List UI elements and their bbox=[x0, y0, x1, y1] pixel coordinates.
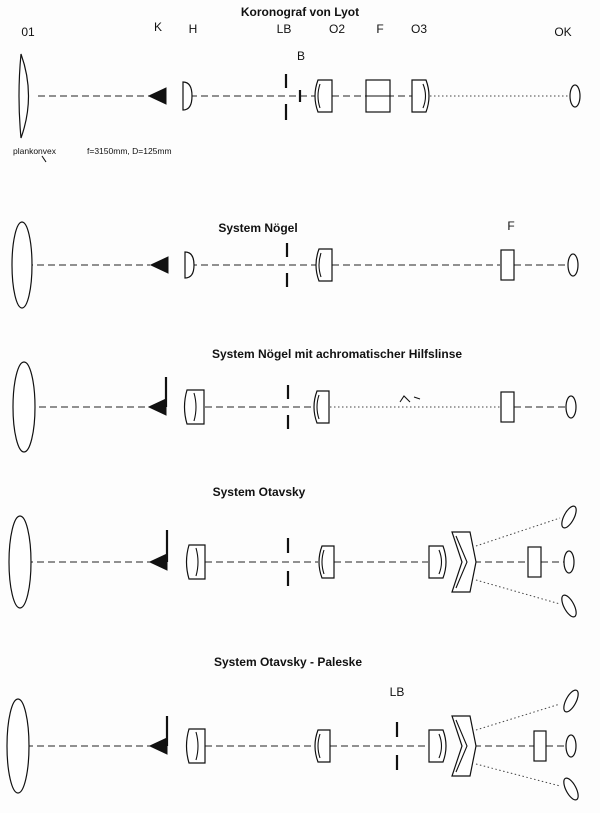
note-tick bbox=[41, 155, 47, 163]
label-ok: OK bbox=[554, 25, 571, 39]
achromat-cement-line bbox=[195, 547, 199, 577]
occulting-cone-k bbox=[149, 256, 169, 274]
achromatic-auxiliary-lens bbox=[185, 728, 206, 764]
label-k: K bbox=[154, 20, 162, 34]
field-lens-h bbox=[182, 81, 193, 111]
eyepiece-center bbox=[565, 734, 577, 758]
panel-title: Koronograf von Lyot bbox=[241, 5, 359, 19]
label-h: H bbox=[189, 22, 198, 36]
eyepiece-upper bbox=[561, 505, 577, 529]
lens-o2-curve bbox=[317, 83, 321, 109]
lens-o2 bbox=[315, 248, 333, 282]
field-lens-h bbox=[184, 251, 195, 279]
lens-o3-curve bbox=[438, 733, 443, 759]
panel-noegel-achromat: System Nögel mit achromatischer Hilfslin… bbox=[12, 347, 577, 453]
ray-upper bbox=[475, 703, 561, 731]
filter-f bbox=[527, 546, 542, 578]
panel-title: System Otavsky - Paleske bbox=[214, 655, 362, 669]
lens-o3-curve bbox=[438, 549, 443, 575]
objective-lens-o1 bbox=[11, 221, 33, 309]
ray-upper bbox=[475, 517, 561, 547]
filter-f bbox=[533, 730, 547, 762]
lens-o3-curve bbox=[422, 83, 427, 109]
lens-o3 bbox=[411, 79, 430, 113]
filter-f bbox=[500, 249, 515, 281]
beam-splitter-prism bbox=[451, 715, 477, 777]
label-b: B bbox=[297, 49, 305, 63]
lens-o2-curve bbox=[321, 549, 325, 575]
lens-o2-curve bbox=[317, 733, 321, 759]
panel-lyot: Koronograf von Lyot 01 K H LB B O2 F O3 … bbox=[13, 5, 581, 163]
note-lens-type: plankonvex bbox=[13, 146, 57, 156]
lens-o3 bbox=[428, 729, 447, 763]
achromat-cement-line bbox=[195, 731, 199, 761]
panel-title: System Nögel bbox=[218, 221, 297, 235]
prism-inner-edge bbox=[455, 535, 468, 589]
eyepiece-ok bbox=[565, 395, 577, 419]
lens-o2-curve bbox=[316, 394, 320, 420]
objective-lens-o1 bbox=[8, 515, 32, 609]
eyepiece-ok bbox=[569, 84, 581, 108]
objective-lens-o1 bbox=[18, 53, 30, 139]
scan-mark bbox=[399, 395, 421, 403]
occulting-cone-k bbox=[148, 737, 168, 755]
objective-lens-o1 bbox=[6, 698, 30, 794]
lens-o3 bbox=[428, 545, 447, 579]
achromatic-auxiliary-lens bbox=[185, 544, 206, 580]
lens-o2 bbox=[318, 545, 335, 579]
achromatic-auxiliary-lens bbox=[183, 389, 205, 425]
note-lens-params: f=3150mm, D=125mm bbox=[87, 146, 172, 156]
label-lb: LB bbox=[277, 22, 292, 36]
eyepiece-center bbox=[563, 550, 575, 574]
label-o1: 01 bbox=[21, 25, 35, 39]
lens-o2 bbox=[314, 729, 331, 763]
ray-lower bbox=[475, 763, 561, 787]
panel-otavsky: System Otavsky bbox=[8, 485, 577, 618]
eyepiece-ok bbox=[567, 253, 579, 277]
ray-lower bbox=[475, 579, 561, 605]
occulting-cone-k bbox=[147, 398, 167, 416]
eyepiece-lower bbox=[561, 594, 577, 618]
label-o3: O3 bbox=[411, 22, 427, 36]
objective-lens-o1 bbox=[12, 361, 36, 453]
lens-o2-curve bbox=[318, 252, 322, 278]
label-o2: O2 bbox=[329, 22, 345, 36]
achromat-cement-line bbox=[193, 392, 197, 422]
eyepiece-lower bbox=[563, 777, 579, 801]
panel-otavsky-paleske: System Otavsky - Paleske LB bbox=[6, 655, 579, 801]
panel-title: System Nögel mit achromatischer Hilfslin… bbox=[212, 347, 462, 361]
eyepiece-upper bbox=[563, 689, 579, 713]
occulting-cone-k bbox=[147, 87, 167, 105]
prism-inner-edge bbox=[455, 719, 468, 773]
label-f: F bbox=[507, 219, 514, 233]
label-f: F bbox=[376, 22, 383, 36]
panel-title: System Otavsky bbox=[213, 485, 306, 499]
lens-o2 bbox=[313, 390, 330, 424]
beam-splitter-prism bbox=[451, 531, 477, 593]
label-lb: LB bbox=[390, 685, 405, 699]
occulting-cone-k bbox=[148, 553, 168, 571]
panel-noegel: System Nögel F bbox=[11, 219, 579, 309]
filter-f bbox=[500, 391, 515, 423]
